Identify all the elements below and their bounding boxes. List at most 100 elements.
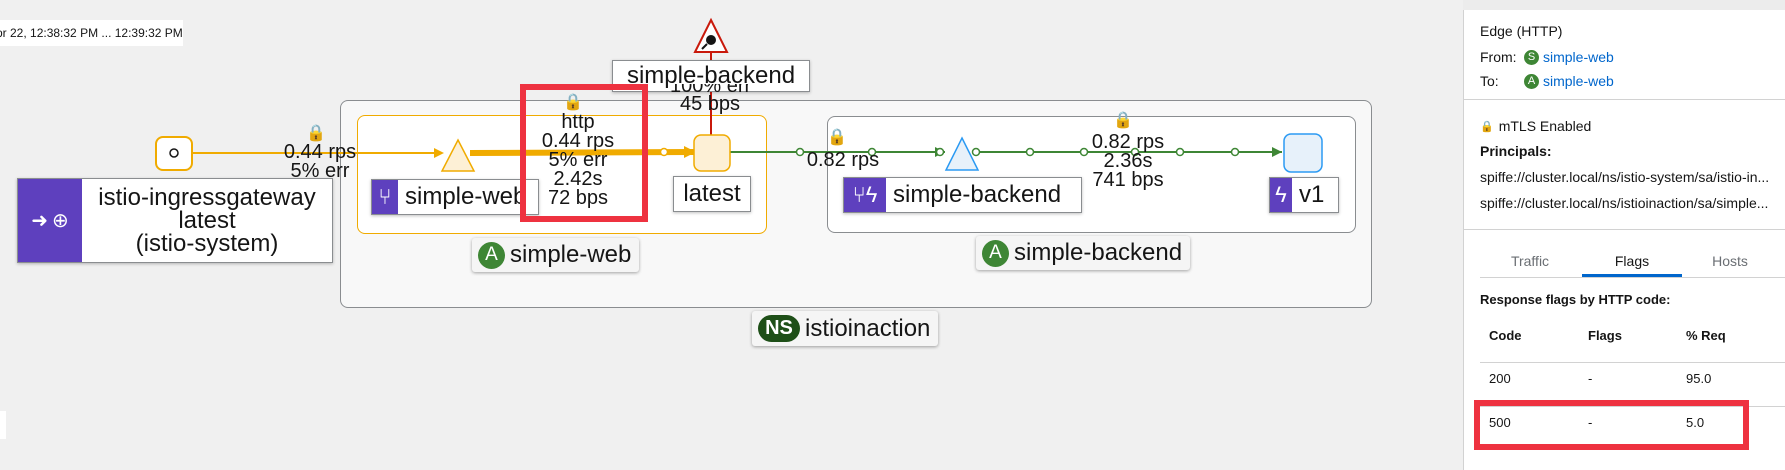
tabs-divider <box>1480 277 1785 278</box>
edge-web-latency: 2.42s <box>553 168 603 190</box>
edge-dot <box>795 147 805 157</box>
edge-web-err: 5% err <box>548 149 608 171</box>
cell-code: 200 <box>1489 371 1511 386</box>
principal-2: spiffe://cluster.local/ns/istioinaction/… <box>1480 195 1769 211</box>
edge-external-err: 100% err <box>670 84 750 97</box>
v1-node[interactable]: ϟ v1 <box>1269 177 1339 213</box>
principals-label: Principals: <box>1480 143 1552 159</box>
highlight-500-row <box>1474 400 1749 450</box>
app-badge: A <box>982 239 1009 267</box>
to-label: To: <box>1480 73 1499 89</box>
namespace-name: istioinaction <box>805 314 931 342</box>
edge-dot <box>1230 147 1240 157</box>
tab-hosts[interactable]: Hosts <box>1712 253 1748 269</box>
edge-web-proto: http <box>561 111 595 133</box>
lock-icon: 🔒 <box>306 125 326 142</box>
simple-backend-label: simple-backend <box>893 181 1062 208</box>
namespace-label[interactable]: NS istioinaction <box>752 311 939 346</box>
branch-bolt-icon: ⑂ϟ <box>844 178 886 212</box>
highlight-selected-edge <box>520 84 648 222</box>
edge-dot <box>1130 147 1140 157</box>
service-node-simple-web <box>440 138 476 172</box>
active-tab-indicator <box>1582 274 1682 277</box>
arrow-circle-icon: ➜ <box>31 210 48 232</box>
tab-traffic[interactable]: Traffic <box>1510 253 1550 269</box>
flags-heading: Response flags by HTTP code: <box>1480 292 1671 307</box>
edge-ingress-err: 5% err <box>290 160 350 182</box>
edge-dot <box>935 147 945 157</box>
from-link[interactable]: simple-web <box>1543 49 1614 65</box>
to-link[interactable]: simple-web <box>1543 73 1614 89</box>
divider <box>1464 99 1785 100</box>
lock-icon: 🔒 <box>563 94 583 111</box>
col-req: % Req <box>1686 328 1726 343</box>
zoom-control-stub[interactable] <box>0 411 6 439</box>
edge-ingress-rps: 0.44 rps <box>283 141 357 163</box>
cell-code: 500 <box>1489 415 1511 430</box>
ingress-icon <box>169 148 179 158</box>
cell-flags: - <box>1588 415 1593 430</box>
edge-web-selected-label[interactable]: http 0.44 rps 5% err 2.42s 72 bps <box>528 111 628 209</box>
side-panel: Edge (HTTP) From: S simple-web To: A sim… <box>1463 10 1785 470</box>
cell-req: 5.0 <box>1686 415 1705 430</box>
lock-icon: 🔒 <box>1113 112 1133 129</box>
source-badge: S <box>1524 49 1539 65</box>
latest-node[interactable]: latest <box>673 176 751 212</box>
cell-flags: - <box>1588 371 1593 386</box>
edge-to-backend-rps: 0.82 rps <box>806 149 880 171</box>
service-node-simple-backend <box>944 136 980 171</box>
edge-backend-v1-bps: 741 bps <box>1092 169 1164 191</box>
edge-dot <box>971 147 981 157</box>
panel-title: Edge (HTTP) <box>1480 23 1563 39</box>
edge-ingress-label[interactable]: 0.44 rps 5% err <box>275 141 365 182</box>
v1-label: v1 <box>1299 181 1325 208</box>
edge-dot <box>659 147 669 157</box>
edge-dot <box>867 147 877 157</box>
divider <box>1464 229 1785 230</box>
edge-to-backend-label[interactable]: 0.82 rps <box>798 149 888 171</box>
table-divider <box>1480 406 1785 407</box>
from-row: From: S simple-web <box>1480 49 1614 65</box>
cell-req: 95.0 <box>1686 371 1712 386</box>
app-badge: A <box>1524 73 1539 89</box>
graph-canvas[interactable]: Apr 22, 12:38:32 PM ... 12:39:32 PM NS i… <box>0 0 1463 470</box>
namespace-badge: NS <box>758 315 800 342</box>
ingress-gateway-node[interactable]: ➜ ⊕ istio-ingressgateway latest (istio-s… <box>17 178 333 263</box>
simple-backend-service-node[interactable]: ⑂ϟ simple-backend <box>843 177 1082 213</box>
latest-node-shape <box>693 134 731 172</box>
key-icon <box>706 35 716 45</box>
graph-edges <box>155 17 1323 173</box>
app-box-simple-backend[interactable] <box>827 116 1356 233</box>
edge-dot <box>1175 147 1185 157</box>
tab-flags[interactable]: Flags <box>1614 253 1650 269</box>
to-row: To: A simple-web <box>1480 73 1614 89</box>
app-badge: A <box>478 241 505 269</box>
app-name: simple-web <box>510 241 632 268</box>
ingress-version: latest <box>178 207 236 234</box>
app-label-simple-web[interactable]: A simple-web <box>472 238 640 272</box>
latest-label: latest <box>683 180 741 207</box>
time-range-label: Apr 22, 12:38:32 PM ... 12:39:32 PM <box>0 20 183 46</box>
app-label-simple-backend[interactable]: A simple-backend <box>976 236 1191 270</box>
simple-web-service-node[interactable]: ⑂ simple-web <box>371 179 539 215</box>
table-divider <box>1480 362 1785 363</box>
ingress-name: istio-ingressgateway <box>98 184 316 211</box>
mtls-row: 🔒 mTLS Enabled <box>1480 118 1591 134</box>
col-flags: Flags <box>1588 328 1622 343</box>
edge-backend-v1-label[interactable]: 0.82 rps 2.36s 741 bps <box>1083 131 1173 191</box>
edge-web-rps: 0.44 rps <box>541 130 615 152</box>
ingress-node-shape <box>155 136 193 171</box>
edge-external-bps: 45 bps <box>679 93 741 115</box>
globe-icon: ⊕ <box>52 210 69 232</box>
edge-backend-v1-rps: 0.82 rps <box>1091 131 1165 153</box>
edge-dot <box>1025 147 1035 157</box>
simple-web-label: simple-web <box>405 183 527 210</box>
edge-web-bps: 72 bps <box>547 187 609 209</box>
edge-web-arrow <box>684 146 696 158</box>
lock-icon: 🔒 <box>827 129 847 146</box>
app-name: simple-backend <box>1014 239 1183 266</box>
col-code: Code <box>1489 328 1522 343</box>
mtls-status: mTLS Enabled <box>1498 118 1592 134</box>
bolt-icon: ϟ <box>1270 178 1292 212</box>
edge-backend-v1-latency: 2.36s <box>1103 150 1153 172</box>
